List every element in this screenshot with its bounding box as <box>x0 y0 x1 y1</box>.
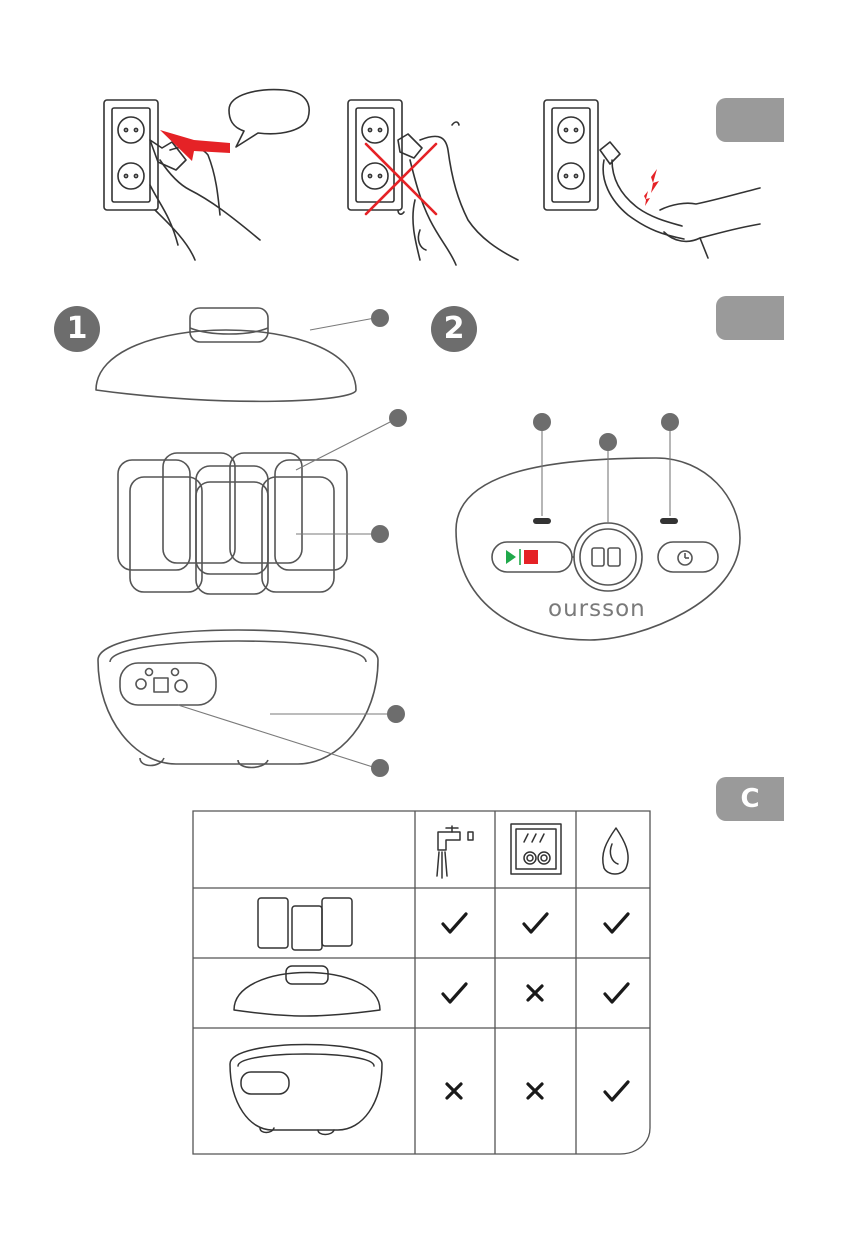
check-mark <box>443 914 466 932</box>
cross-mark <box>528 1084 542 1098</box>
tap-water-icon <box>437 826 473 878</box>
cross-mark <box>447 1084 461 1098</box>
base-icon <box>230 1045 382 1135</box>
cross-mark <box>528 986 542 1000</box>
wet-hands-warning-illustration <box>348 100 518 265</box>
check-mark <box>605 1082 628 1100</box>
section-tab-a <box>716 98 784 142</box>
callout-lines <box>178 318 670 768</box>
base-part <box>98 630 378 768</box>
cloth-icon <box>603 828 628 874</box>
step-one-badge: 1 <box>54 306 100 352</box>
check-mark <box>443 984 466 1002</box>
brand-logo: oursson <box>548 596 646 622</box>
care-table <box>193 811 650 1154</box>
section-tab-c: C <box>716 777 784 821</box>
start-stop-symbols <box>506 549 538 565</box>
lid-part <box>96 308 356 401</box>
cups-part <box>118 453 347 594</box>
prohibited-cross <box>366 144 436 214</box>
plug-insert-illustration <box>104 90 309 260</box>
check-mark <box>605 984 628 1002</box>
check-mark <box>524 914 547 932</box>
check-mark <box>605 914 628 932</box>
lid-icon <box>234 966 380 1016</box>
section-tab-b <box>716 296 784 340</box>
cups-icon <box>258 898 352 950</box>
care-marks <box>443 914 628 1100</box>
step-two-badge: 2 <box>431 306 477 352</box>
dishwasher-icon <box>511 824 561 874</box>
electric-shock-icon <box>644 169 659 206</box>
insert-arrow <box>160 130 230 161</box>
